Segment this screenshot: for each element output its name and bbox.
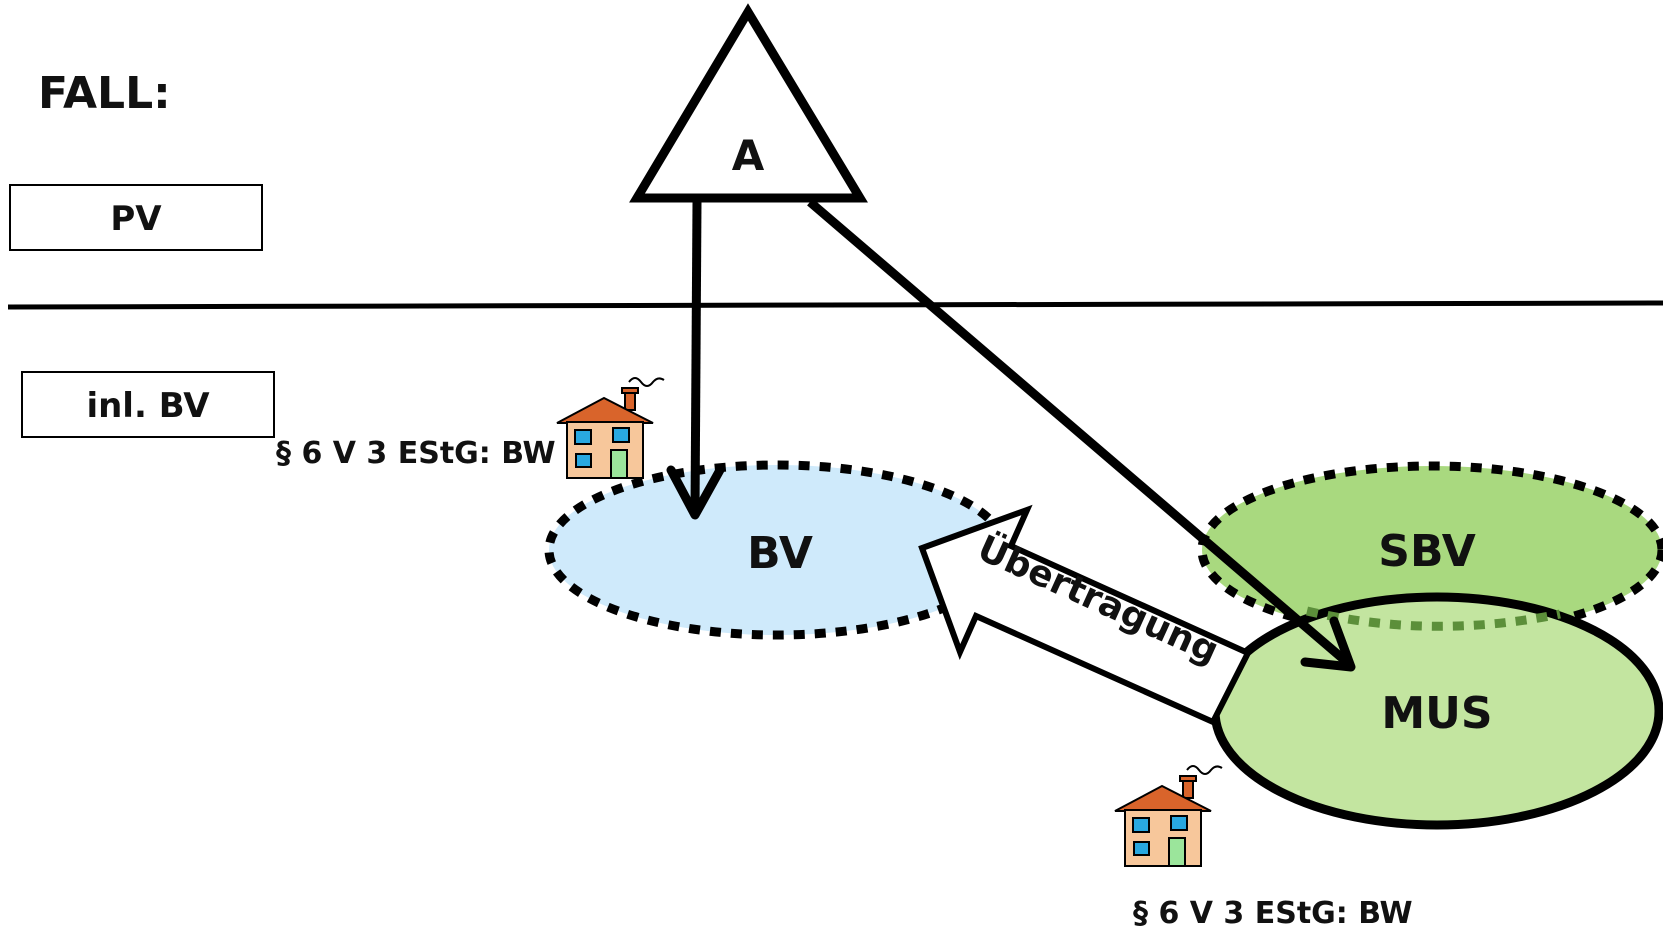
bv-label: BV	[747, 528, 813, 579]
domestic-business-box: inl. BV	[21, 371, 275, 438]
legal-note-top: § 6 V 3 EStG: BW	[276, 436, 556, 471]
arrow-to-bv	[666, 201, 725, 520]
taxpayer-triangle: A	[629, 3, 868, 203]
mus-node: MUS	[1210, 592, 1663, 830]
private-assets-label: PV	[110, 199, 162, 239]
house-icon	[556, 377, 665, 479]
sbv-label: SBV	[1378, 526, 1476, 577]
divider-line	[7, 300, 1663, 310]
arrow-to-mus	[807, 198, 1356, 672]
case-heading: FALL:	[38, 68, 171, 119]
private-assets-box: PV	[9, 184, 263, 251]
sbv-overlap-outline	[1305, 606, 1561, 631]
taxpayer-label: A	[732, 131, 765, 180]
house-icon	[1114, 765, 1223, 867]
mus-label: MUS	[1381, 688, 1492, 739]
legal-note-bottom: § 6 V 3 EStG: BW	[1133, 896, 1413, 931]
domestic-business-label: inl. BV	[86, 386, 210, 426]
